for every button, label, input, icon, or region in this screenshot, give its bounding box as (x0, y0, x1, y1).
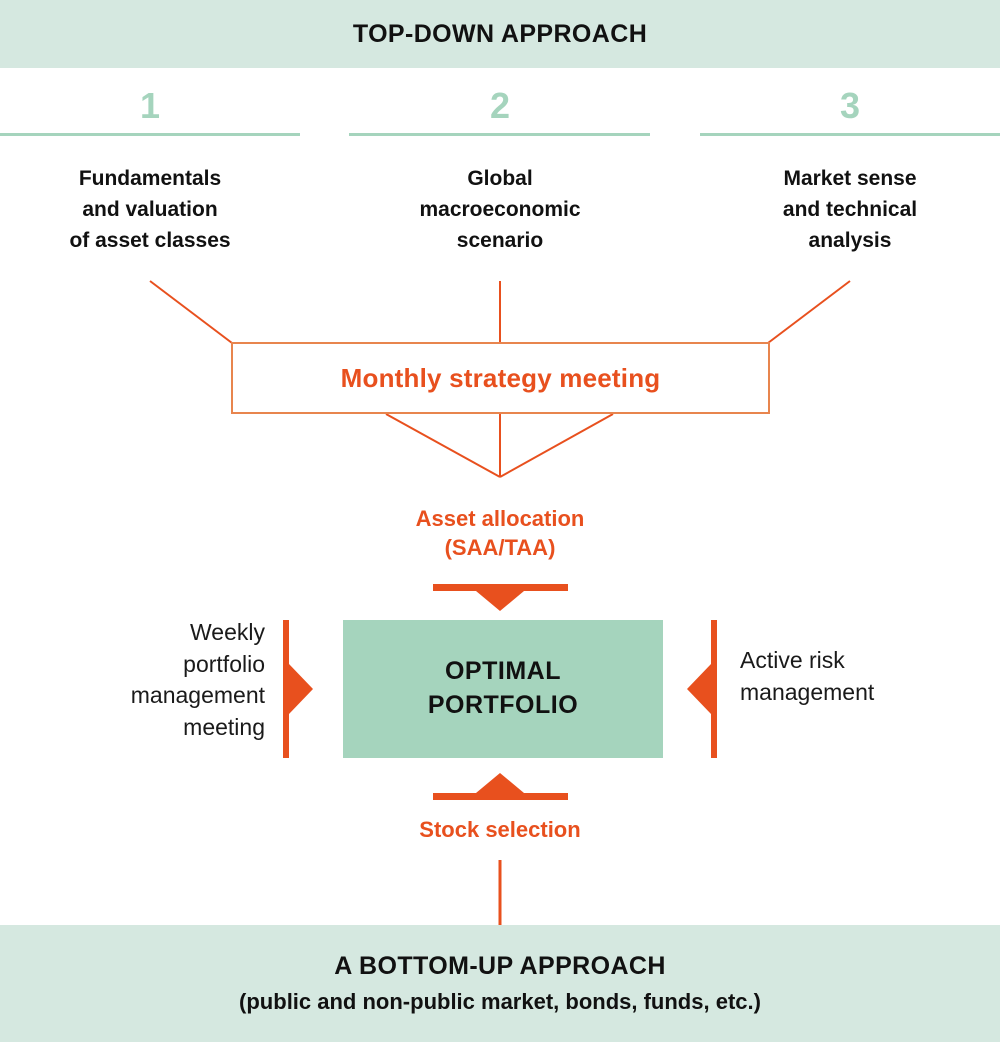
left-side-bar (283, 620, 289, 758)
column-divider-1 (0, 133, 300, 136)
column-divider-3 (700, 133, 1000, 136)
top-banner-title: TOP-DOWN APPROACH (352, 19, 648, 48)
column-divider-2 (349, 133, 650, 136)
bottom-banner-subtitle: (public and non-public market, bonds, fu… (239, 988, 761, 1014)
right-side-bar (711, 620, 717, 758)
bottom-banner: A BOTTOM-UP APPROACH (public and non-pub… (0, 925, 1000, 1042)
down-arrow-icon-bar (433, 584, 568, 591)
active-risk-management-note: Active risk management (740, 647, 875, 705)
monthly-strategy-meeting-box: Monthly strategy meeting (231, 342, 770, 414)
column-label-market-sense: Market sense and technical analysis (782, 167, 918, 253)
monthly-strategy-meeting-label: Monthly strategy meeting (340, 362, 661, 393)
weekly-portfolio-management-note: Weekly portfolio management meeting (130, 619, 265, 740)
column-number-1: 1 (139, 85, 161, 126)
left-arrow-icon (687, 664, 711, 714)
column-label-macroeconomic: Global macroeconomic scenario (419, 167, 581, 253)
connector-line-column-3 (767, 280, 851, 344)
connector-line-column-1 (149, 280, 233, 344)
connector-funnel-left (385, 413, 501, 478)
column-label-fundamentals: Fundamentals and valuation of asset clas… (69, 167, 231, 253)
bottom-banner-title: A BOTTOM-UP APPROACH (334, 951, 666, 980)
column-number-3: 3 (839, 85, 861, 126)
down-arrow-icon (476, 591, 524, 611)
asset-allocation-label: Asset allocation (SAA/TAA) (415, 506, 585, 561)
optimal-portfolio-box: OPTIMAL PORTFOLIO (343, 620, 663, 758)
up-arrow-icon-bar (433, 793, 568, 800)
up-arrow-icon (476, 773, 524, 793)
stock-selection-label: Stock selection (419, 817, 581, 842)
right-arrow-icon (289, 664, 313, 714)
connector-funnel-right (499, 413, 614, 478)
column-number-2: 2 (489, 85, 511, 126)
top-banner: TOP-DOWN APPROACH (0, 0, 1000, 68)
optimal-portfolio-label: OPTIMAL PORTFOLIO (427, 657, 579, 719)
